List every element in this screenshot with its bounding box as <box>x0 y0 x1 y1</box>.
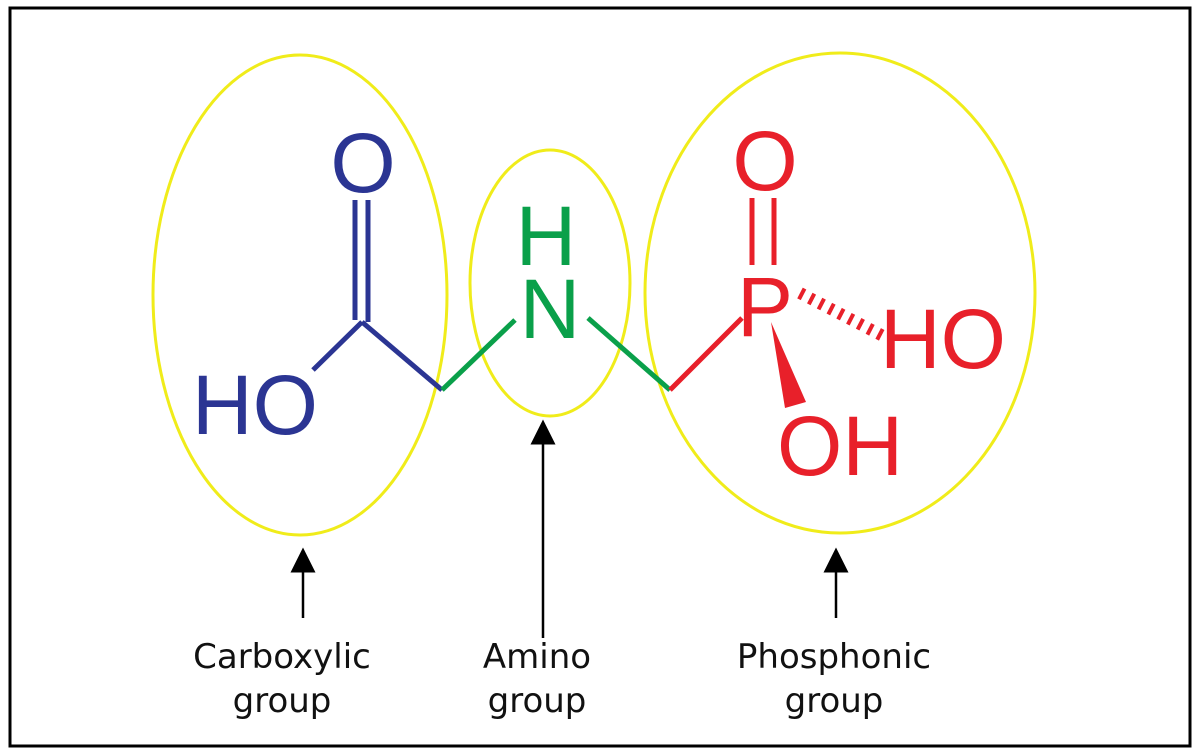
pointer-arrows <box>290 419 849 638</box>
amino-label: Amino <box>483 637 591 677</box>
carboxyl-oxygen: O <box>330 116 395 210</box>
amino-group-ellipse <box>468 148 632 418</box>
phosphonic-label-group: group <box>785 681 884 721</box>
carboxyl-hydroxyl: HO <box>192 358 318 452</box>
amine-hydrogen: H <box>516 189 577 283</box>
amino-label-group: group <box>488 681 587 721</box>
carboxylic-group-ellipse <box>151 53 449 537</box>
carboxyl-bonds <box>311 200 444 392</box>
phosphorus: P <box>737 260 793 354</box>
amine-bonds <box>440 316 672 392</box>
frame <box>8 6 1192 748</box>
phosphonate-bonds <box>668 198 888 408</box>
phosphonate-hydroxyl-bottom: OH <box>777 399 903 493</box>
carboxylic-label-group: group <box>233 681 332 721</box>
phosphonate-hydroxyl-right: HO <box>880 292 1006 386</box>
phosphoryl-oxygen: O <box>732 114 797 208</box>
carboxylic-label: Carboxylic <box>193 637 371 677</box>
amine-nitrogen: N <box>520 262 581 356</box>
phosphonic-label: Phosphonic <box>737 637 931 677</box>
phosphonic-group-ellipse <box>643 51 1037 535</box>
